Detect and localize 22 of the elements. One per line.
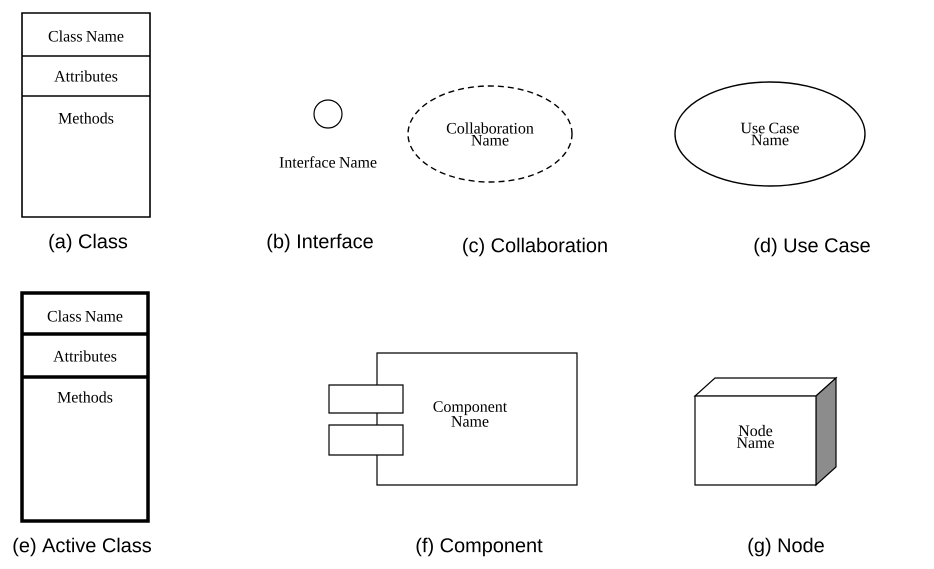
class-box [20, 291, 150, 523]
component-label: Component Name [433, 401, 508, 427]
compartment-label: Class Name [48, 310, 122, 322]
node-label: Node Name [736, 424, 774, 448]
ellipse-label: Use Case Name [740, 122, 799, 146]
use-case-ellipse [674, 81, 866, 187]
component-box [328, 352, 578, 486]
caption: (c) Collaboration [463, 238, 607, 256]
caption: (f) Component [416, 538, 542, 556]
caption: (b) Interface [268, 234, 373, 252]
compartment-label: Methods [58, 391, 112, 403]
compartment-label: Class Name [48, 30, 124, 42]
compartment-label: Methods [58, 112, 114, 124]
compartment-label: Attributes [54, 70, 118, 82]
caption: (a) Class [49, 234, 128, 252]
collaboration-ellipse [407, 85, 573, 183]
class-box [21, 12, 151, 218]
ellipse-label: Collaboration Name [446, 122, 534, 146]
interface-label: Interface Name [280, 156, 376, 168]
caption: (g) Node [748, 538, 824, 556]
compartment-label: Attributes [53, 350, 116, 362]
caption: (d) Use Case [754, 238, 870, 256]
